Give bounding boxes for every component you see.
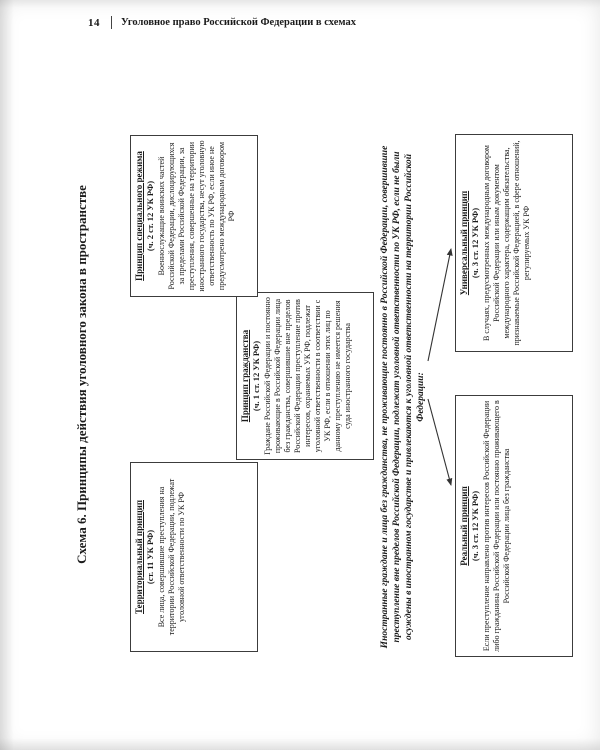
box-article-ref: (ч. 3 ст. 12 УК РФ) [469, 207, 480, 279]
box-article-ref: (ч. 3 ст. 12 УК РФ) [469, 490, 480, 562]
box-article-ref: (ч. 1 ст. 12 УК РФ) [250, 340, 261, 412]
principle-box-universal: Универсальный принцип (ч. 3 ст. 12 УК РФ… [455, 134, 573, 352]
box-title: Принцип гражданства [240, 329, 250, 423]
foreign-citizens-note: Иностранные граждане и лица без гражданс… [380, 145, 426, 649]
box-body-text: Все лица, совершившие преступления на те… [157, 478, 187, 636]
box-article-ref: (ст. 11 УК РФ) [144, 529, 155, 585]
arrow-to-universal-principle [427, 248, 453, 362]
rotated-diagram-area: Схема 6. Принципы действия уголовного за… [70, 52, 575, 697]
principle-box-real: Реальный принцип (ч. 3 ст. 12 УК РФ) Есл… [455, 395, 573, 657]
box-title: Территориальный принцип [134, 500, 144, 614]
page-number: 14 [88, 16, 100, 29]
arrow-to-real-principle [427, 398, 453, 486]
box-body-text: Военнослужащие воинских частей Российско… [157, 140, 237, 292]
box-title: Принцип специального режима [134, 151, 144, 281]
header-separator-line [111, 16, 112, 29]
scheme-canvas: Схема 6. Принципы действия уголовного за… [70, 52, 575, 697]
box-body-text: В случаях, предусмотренных международным… [482, 140, 532, 346]
running-title: Уголовное право Российской Федерации в с… [121, 17, 356, 28]
page-header: 14 Уголовное право Российской Федерации … [88, 16, 570, 29]
box-title: Универсальный принцип [459, 190, 469, 296]
box-title: Реальный принцип [459, 486, 469, 566]
box-body-text: Граждане Российской Федерации и постоянн… [263, 297, 353, 455]
scheme-title: Схема 6. Принципы действия уголовного за… [74, 185, 89, 564]
principle-box-citizenship: Принцип гражданства (ч. 1 ст. 12 УК РФ) … [236, 292, 374, 460]
box-body-text: Если преступление направлено против инте… [482, 400, 512, 652]
principle-box-territorial: Территориальный принцип (ст. 11 УК РФ) В… [130, 462, 258, 652]
principle-box-special-regime: Принцип специального режима (ч. 2 ст. 12… [130, 135, 258, 297]
box-article-ref: (ч. 2 ст. 12 УК РФ) [144, 180, 155, 252]
